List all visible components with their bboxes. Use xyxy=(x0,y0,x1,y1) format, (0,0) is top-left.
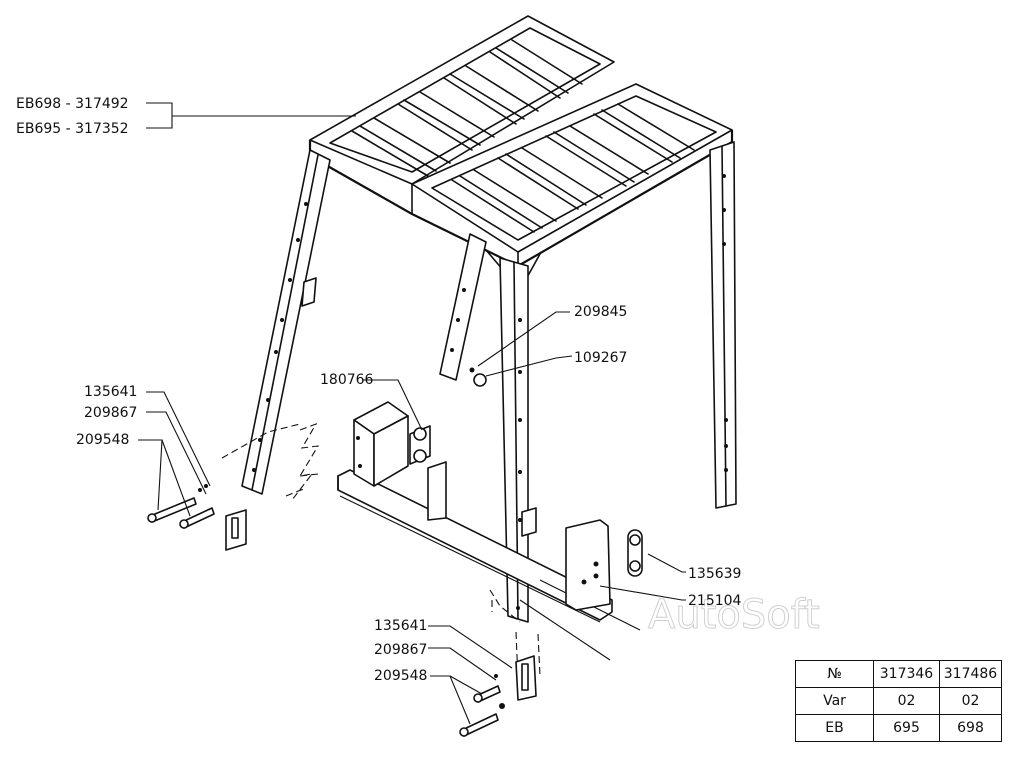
side-plate xyxy=(427,461,447,521)
pin-assembly-109267 xyxy=(469,367,487,387)
label-180766: 180766 xyxy=(320,372,374,388)
table-cell: 02 xyxy=(873,687,940,715)
bolt-group-left xyxy=(147,484,215,529)
table-row: Var 02 02 xyxy=(795,687,1002,715)
right-foot-bracket xyxy=(459,655,537,737)
left-front-leg xyxy=(241,149,331,495)
table-cell: 02 xyxy=(939,687,1002,715)
link-plate-180766 xyxy=(409,425,431,465)
left-foot-bracket xyxy=(225,509,247,551)
canopy-frame xyxy=(308,15,734,268)
rear-fender-outline xyxy=(221,422,541,681)
label-209548-top: 209548 xyxy=(76,432,129,448)
label-135641-top: 135641 xyxy=(84,384,137,400)
rear-right-leg xyxy=(709,141,737,509)
table-cell: 698 xyxy=(939,714,1002,742)
right-mount-plate xyxy=(565,519,611,611)
label-209867-top: 209867 xyxy=(84,405,137,421)
table-cell: 317486 xyxy=(939,660,1002,688)
table-row: EB 695 698 xyxy=(795,714,1002,742)
leader-lines xyxy=(138,102,686,725)
table-cell: 695 xyxy=(873,714,940,742)
label-135639: 135639 xyxy=(688,566,741,582)
console-block xyxy=(353,401,409,487)
variant-table: № 317346 317486 Var 02 02 EB 695 698 xyxy=(795,660,1002,742)
table-cell: EB xyxy=(795,714,874,742)
label-209548-bottom: 209548 xyxy=(374,668,427,684)
label-215104: 215104 xyxy=(688,593,742,609)
label-209867-bottom: 209867 xyxy=(374,642,427,658)
link-plate-135639 xyxy=(627,529,643,577)
part-labels: EB698 - 317492 EB695 - 317352 209845 109… xyxy=(16,96,742,684)
label-209845: 209845 xyxy=(574,304,627,320)
table-cell: Var xyxy=(795,687,874,715)
label-eb695: EB695 - 317352 xyxy=(16,121,129,137)
label-135641-bottom: 135641 xyxy=(374,618,427,634)
table-cell: № xyxy=(795,660,874,688)
label-109267: 109267 xyxy=(574,350,627,366)
table-header-row: № 317346 317486 xyxy=(795,660,1002,688)
label-eb698: EB698 - 317492 xyxy=(16,96,129,112)
table-cell: 317346 xyxy=(873,660,940,688)
